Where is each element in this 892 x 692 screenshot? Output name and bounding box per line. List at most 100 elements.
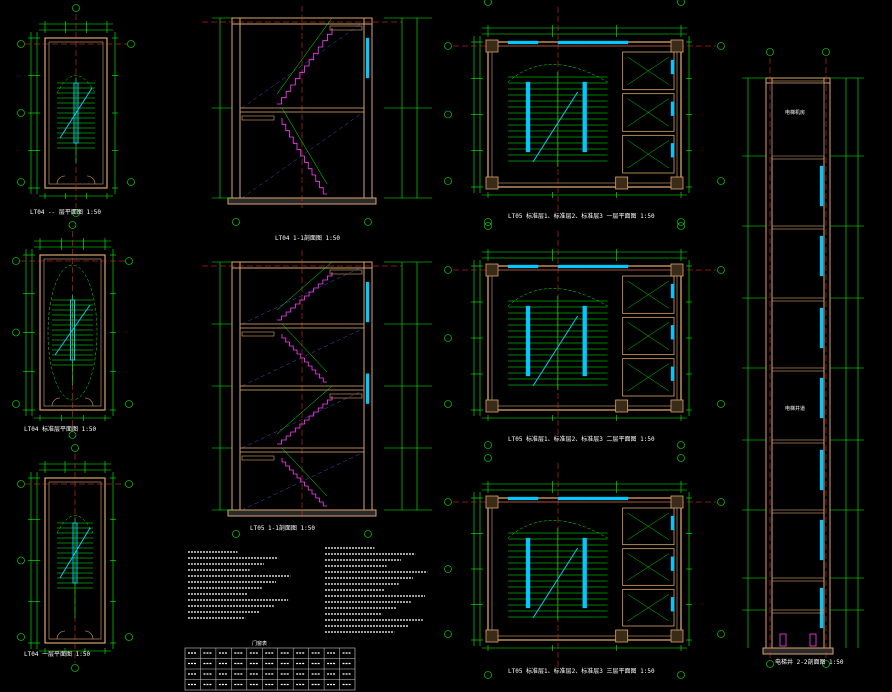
lt05-plan-3-axis-bubble-b2	[677, 671, 685, 679]
lt04-plan-bot-landing-arc	[56, 515, 94, 534]
lt05-plan-3-glass-top-1	[507, 496, 539, 501]
lt05-plan-1-axis-bubble-d	[717, 42, 725, 50]
lt05-section-slab	[239, 323, 365, 329]
lt05-plan-3-up-arrow	[532, 547, 579, 619]
view-title-lt05-plan-1: LT05 标准层1、标准层2、标准层3 一层平面图 1:50	[508, 212, 655, 220]
view-title-lt04-plan-bot: LT04 一层平面图 1:50	[24, 651, 91, 658]
lt05-plan-2-column-2	[485, 399, 499, 413]
lt05-plan-2-landing-arc	[507, 288, 608, 307]
lt05-plan-2-up-arrow	[532, 315, 579, 387]
lt04-section-guide-diag	[241, 112, 363, 199]
elevator-section-slab-2	[771, 225, 825, 230]
lt04-plan-mid-axis-bubble-a	[12, 257, 20, 265]
lt04-plan-bot-axis-bubble-a	[17, 480, 25, 488]
lt05-section-guide-diag	[241, 266, 363, 325]
elevator-section-buffer-1	[779, 633, 787, 647]
lt05-plan-3-cubicle-x2	[627, 512, 670, 540]
elevator-section-axis-bubble-a	[766, 660, 774, 668]
lt05-plan-1-axis-bubble-e	[717, 177, 725, 185]
view-title-lt05-section: LT05 1-1剖面图 1:50	[250, 524, 315, 532]
lt05-plan-3-axis-bubble-a	[444, 498, 452, 506]
lt04-plan-bot-axis-bubble-c	[17, 633, 25, 641]
lt05-section-guide-diag	[241, 390, 363, 449]
lt04-plan-top-axis-bubble-top	[72, 4, 80, 12]
lt05-plan-1-axis-bubble-a	[444, 42, 452, 50]
lt05-plan-2-axis-bubble-t1	[484, 222, 492, 230]
lt05-plan-3-axis-bubble-c	[444, 630, 452, 638]
lt05-section-stair-flight	[277, 396, 333, 445]
lt05-plan-3-axis-bubble-t2	[677, 454, 685, 462]
elevator-section-door-glass-2	[819, 235, 824, 277]
lt05-section-stair-flight	[277, 272, 333, 321]
lt05-plan-3-cubicle-door	[670, 556, 675, 571]
lt04-plan-top-arrow	[59, 87, 93, 139]
lt05-plan-3-cubicle-x2	[627, 553, 670, 581]
lt04-section-wall-left	[231, 17, 241, 199]
view-title-lt05-plan-2: LT05 标准层1、标准层2、标准层3 二层平面图 1:50	[508, 435, 655, 443]
view-title-lt04-plan-top: LT04 -- 层平面图 1:50	[30, 209, 101, 216]
view-title-lt04-plan-mid: LT04 标准层平面图 1:50	[24, 425, 97, 433]
lt04-plan-bot-door-swing-1	[56, 630, 66, 640]
lt05-section-landing	[329, 269, 363, 275]
lt05-section-axis-bubble-a	[232, 530, 240, 538]
lt05-section-stair-flight	[281, 458, 327, 507]
lt05-plan-1-cubicle-x2	[627, 98, 670, 127]
elevator-section-door-glass-3	[819, 307, 824, 349]
lt05-plan-2-axis-bubble-t2	[677, 222, 685, 230]
view-title-lt04-section: LT04 1-1剖面图 1:50	[275, 234, 340, 242]
lt05-section-window-2	[365, 373, 370, 404]
lt05-plan-3-axis-bubble-e	[717, 630, 725, 638]
lt05-plan-3-rail-2	[582, 537, 587, 609]
lt05-plan-3-column-1	[670, 495, 684, 509]
elevator-section-axis-bubble-b	[822, 660, 830, 668]
elevator-section-door-glass-5	[819, 449, 824, 491]
lt05-plan-2-column-0	[485, 263, 499, 277]
lt04-plan-bot-axis-bubble-e	[125, 633, 133, 641]
lt05-plan-1-axis-bubble-t1	[484, 0, 492, 6]
lt05-plan-2-axis-bubble-e	[717, 400, 725, 408]
elevator-section-slab-5	[771, 439, 825, 444]
lt04-plan-mid-door-swing-2	[84, 397, 94, 407]
elevator-section-machine-room-box	[771, 82, 825, 157]
lt05-plan-1-glass-top-2	[557, 40, 629, 45]
lt04-plan-bot-axis-bubble-bottom	[71, 664, 79, 672]
elevator-section-wall-left	[765, 77, 773, 649]
lt05-section-slab	[239, 385, 365, 391]
lt05-section-guide-diag	[241, 452, 363, 511]
view-title-lt05-plan-3: LT05 标准层1、标准层2、标准层3 三层平面图 1:50	[508, 667, 655, 675]
lt04-plan-top-axis-bubble-bottom	[72, 209, 80, 217]
elevator-section-slab-8	[771, 609, 825, 614]
room-label-shaft: 电梯井道	[785, 405, 805, 412]
lt05-plan-1-axis-bubble-b	[444, 110, 452, 119]
lt05-plan-1-cubicle-door	[670, 101, 675, 116]
lt05-plan-2-column-3	[670, 399, 684, 413]
lt04-plan-mid-axis-bubble-bottom	[68, 431, 77, 439]
elevator-section-pit	[762, 647, 834, 655]
lt04-plan-top-handrail	[73, 82, 79, 144]
lt04-plan-bot-handrail	[72, 522, 78, 584]
lt04-plan-top-door-swing-2	[86, 175, 96, 185]
elevator-section-slab-4	[771, 367, 825, 372]
lt04-section-stair-flight	[281, 118, 327, 195]
lt05-plan-1-axis-bubble-t2	[677, 0, 685, 6]
lt05-section-stair-flight	[281, 334, 327, 383]
lt05-plan-1-cubicle-door	[670, 143, 675, 158]
lt05-plan-2-glass-top-1	[507, 264, 539, 269]
lt04-section-landing	[241, 115, 275, 121]
lt04-plan-bot-axis-bubble-d	[125, 480, 133, 488]
lt05-plan-1-rail-2	[582, 81, 587, 153]
elevator-section-door-glass-4	[819, 377, 824, 419]
lt05-plan-1-column-4	[615, 176, 629, 190]
lt05-section-landing	[329, 393, 363, 399]
lt05-plan-2-cubicle-x2	[627, 280, 670, 309]
lt04-section-axis-bubble-b	[364, 218, 372, 226]
elevator-section-roof	[765, 77, 831, 84]
lt04-plan-bot-axis-bubble-top	[71, 444, 79, 452]
lt05-plan-1-axis-bubble-b1	[484, 218, 492, 226]
lt05-section-handrail-line	[276, 385, 333, 435]
lt05-plan-2-axis-bubble-c	[444, 400, 452, 408]
elevator-section-buffer-2	[809, 633, 817, 647]
elevator-section-wall-right	[823, 77, 831, 649]
lt05-section-landing	[241, 331, 275, 337]
